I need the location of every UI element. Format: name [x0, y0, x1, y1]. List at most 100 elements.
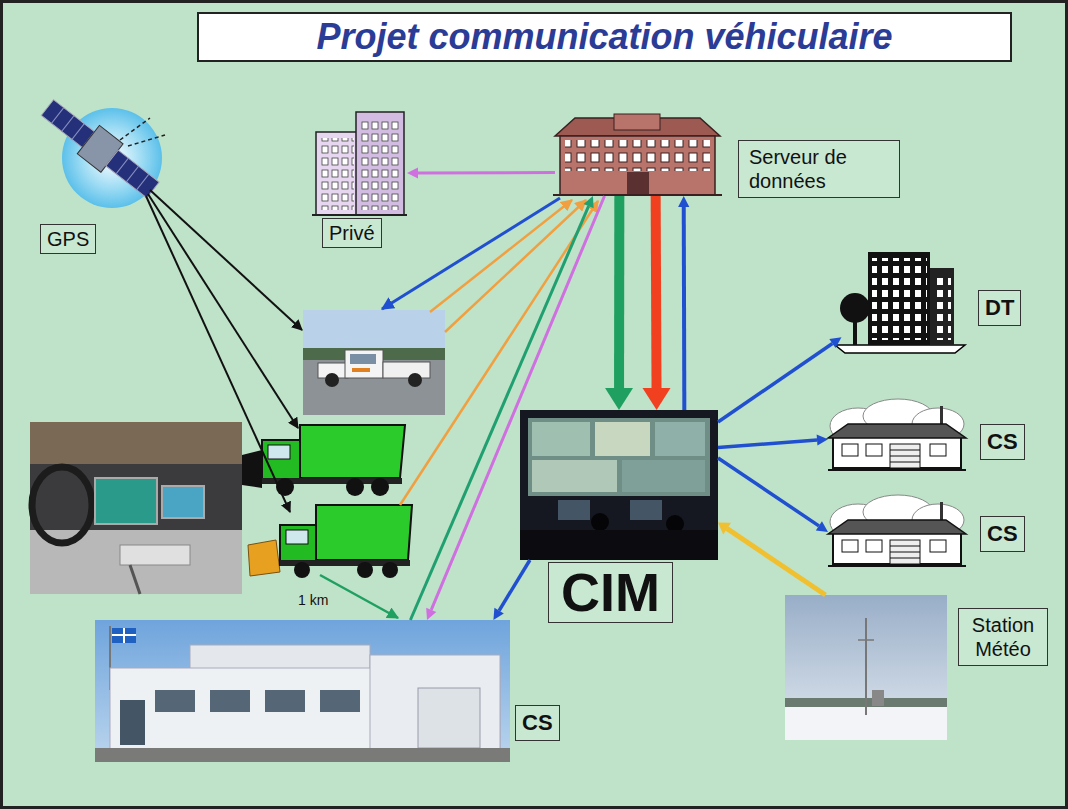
- cs-building-photo-part: [112, 628, 136, 643]
- cs-house: [828, 399, 966, 470]
- control-room-photo-part: [532, 422, 590, 456]
- node-label: Privé: [322, 218, 382, 248]
- node-label: CS: [515, 705, 560, 741]
- pickup-photo-part: [383, 362, 430, 378]
- pickup-photo-part: [345, 350, 383, 378]
- vehicle-data-lines-part: [445, 200, 586, 332]
- arrowhead: [584, 196, 594, 208]
- connector: [718, 523, 826, 596]
- vehicle-data-lines-part: [382, 198, 560, 309]
- pickup-photo-part: [303, 310, 445, 415]
- connector: [426, 196, 604, 620]
- connector-line: [682, 207, 687, 410]
- arrowhead: [718, 523, 731, 535]
- arrowhead: [678, 196, 689, 207]
- connector-line: [614, 196, 624, 388]
- cockpit-photo-part: [32, 467, 92, 543]
- gps-signal-lines-part: [150, 190, 302, 330]
- pickup-photo-part: [352, 368, 370, 372]
- arrowhead: [817, 435, 828, 446]
- plow-truck-part: [294, 562, 310, 578]
- cs-building-photo-part: [265, 690, 305, 712]
- pickup-photo-part: [350, 354, 376, 364]
- control-room-photo-part: [655, 422, 705, 456]
- title-box: Projet communication véhiculaire: [197, 12, 1012, 62]
- plow-truck-part: [357, 562, 373, 578]
- weather-station-photo: [785, 595, 947, 740]
- connector-line: [651, 196, 662, 388]
- connector-line: [410, 206, 588, 620]
- satellite-icon-part: [128, 135, 165, 146]
- server-building-part: [627, 172, 649, 195]
- dump-truck-part: [371, 478, 389, 496]
- control-room-photo-part: [595, 422, 650, 456]
- connector-line: [718, 458, 819, 526]
- satellite-icon-part-part: [51, 108, 63, 124]
- dt-building-part: [930, 268, 954, 345]
- dump-truck-part: [262, 440, 300, 480]
- connector: [643, 196, 671, 410]
- plow-truck-part: [280, 525, 316, 565]
- arrowhead: [816, 521, 828, 532]
- private-node: Privé: [312, 110, 407, 215]
- server-building-part: [614, 114, 660, 130]
- dump-truck-part: [242, 450, 262, 488]
- satellite-icon: [36, 93, 165, 208]
- vehicle-data-lines-part: [320, 575, 398, 618]
- server-node: Serveur de données: [555, 112, 720, 196]
- connector: [678, 196, 689, 410]
- connector: [410, 196, 593, 620]
- weather-station-photo-part: [785, 595, 947, 740]
- server-building-part: [565, 140, 710, 171]
- control-room-photo-part: [630, 500, 662, 520]
- node-label: CS: [980, 424, 1025, 460]
- plow-truck-part: [316, 505, 412, 560]
- node-label: DT: [978, 290, 1021, 326]
- cs-building-photo-part: [120, 700, 145, 745]
- cs-house: [828, 495, 966, 566]
- control-room-photo-part: [520, 410, 718, 560]
- cs-building-photo-part: [418, 688, 480, 748]
- satellite-icon-part-part: [41, 100, 94, 148]
- weather-station-photo-part: [872, 690, 884, 706]
- plow-truck-part: [248, 540, 280, 576]
- cockpit-photo-part: [130, 565, 140, 594]
- private-building-part: [312, 214, 407, 216]
- control-room-photo: [520, 410, 718, 560]
- server-building-part: [560, 136, 715, 195]
- dt-building-part: [933, 274, 951, 340]
- connector: [407, 167, 555, 178]
- private-building-part: [356, 112, 404, 215]
- private-building-part: [320, 138, 354, 210]
- server-building: [553, 114, 722, 195]
- weather-station-photo-part: [865, 618, 867, 715]
- weather-node: Station Météo: [785, 595, 947, 740]
- cs-building-photo-part: [210, 690, 250, 712]
- plow-truck: [248, 505, 412, 578]
- node-label: Serveur de données: [738, 140, 900, 198]
- cockpit-photo-part: [30, 422, 242, 594]
- cs-building-photo-part: [112, 634, 136, 636]
- satellite-icon-part-part: [116, 158, 128, 174]
- node-label: GPS: [40, 224, 96, 254]
- control-room-photo-part: [622, 460, 705, 492]
- arrowhead: [493, 608, 503, 620]
- cockpit-photo-part: [95, 478, 157, 524]
- arrowhead: [407, 167, 418, 178]
- control-room-photo-part: [591, 513, 609, 531]
- cs-node: CS: [828, 398, 966, 473]
- dump-truck-part: [300, 425, 405, 478]
- node-label: CS: [980, 516, 1025, 552]
- connector: [493, 560, 530, 620]
- arrowhead: [605, 388, 633, 410]
- cs-node: CS: [95, 620, 510, 762]
- gps-signal-lines: [146, 190, 302, 512]
- cockpit-photo-part: [30, 422, 242, 464]
- dt-building: [835, 252, 965, 353]
- control-room-photo-part: [528, 418, 710, 496]
- cim-node: CIM: [520, 410, 718, 560]
- cockpit-photo: [30, 422, 242, 594]
- pickup-photo-part: [408, 373, 422, 387]
- server-building-part: [553, 194, 722, 196]
- cs-building-photo-part: [370, 655, 500, 750]
